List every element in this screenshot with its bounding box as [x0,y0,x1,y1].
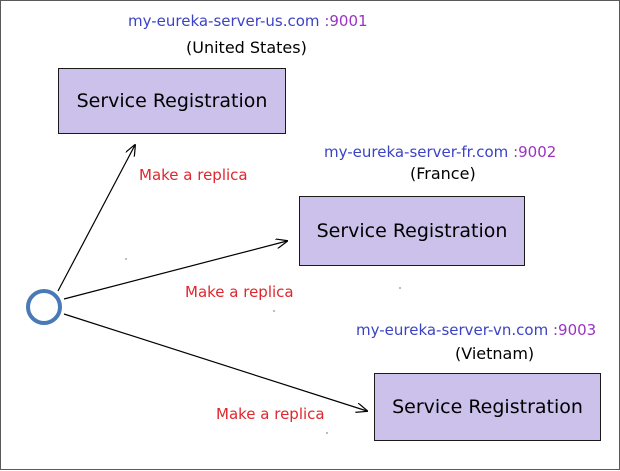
server-fr-address: my-eureka-server-fr.com :9002 [324,143,556,161]
server-us-country: (United States) [186,38,307,57]
server-us-port: :9001 [324,12,368,30]
speck [125,258,127,260]
replica-arrow-vn [63,313,367,411]
server-fr-country: (France) [410,164,476,183]
edge-label-vn: Make a replica [216,405,325,423]
server-us-address: my-eureka-server-us.com :9001 [128,12,368,30]
replica-arrow-fr [63,241,287,300]
service-registration-box-us: Service Registration [58,68,286,134]
replica-arrow-us [57,145,135,292]
server-fr-port: :9002 [513,143,557,161]
server-vn-host: my-eureka-server-vn.com [356,321,549,339]
server-us-host: my-eureka-server-us.com [128,12,320,30]
edge-label-fr: Make a replica [185,283,294,301]
server-vn-address: my-eureka-server-vn.com :9003 [356,321,596,339]
speck [326,432,328,434]
speck [273,310,275,312]
edge-label-us: Make a replica [139,166,248,184]
service-registration-box-vn: Service Registration [374,373,601,441]
server-vn-country: (Vietnam) [455,344,535,363]
server-vn-port: :9003 [552,321,597,339]
service-registration-box-fr: Service Registration [299,196,525,266]
speck [399,287,401,289]
source-node [26,289,62,325]
server-fr-host: my-eureka-server-fr.com [324,143,509,161]
